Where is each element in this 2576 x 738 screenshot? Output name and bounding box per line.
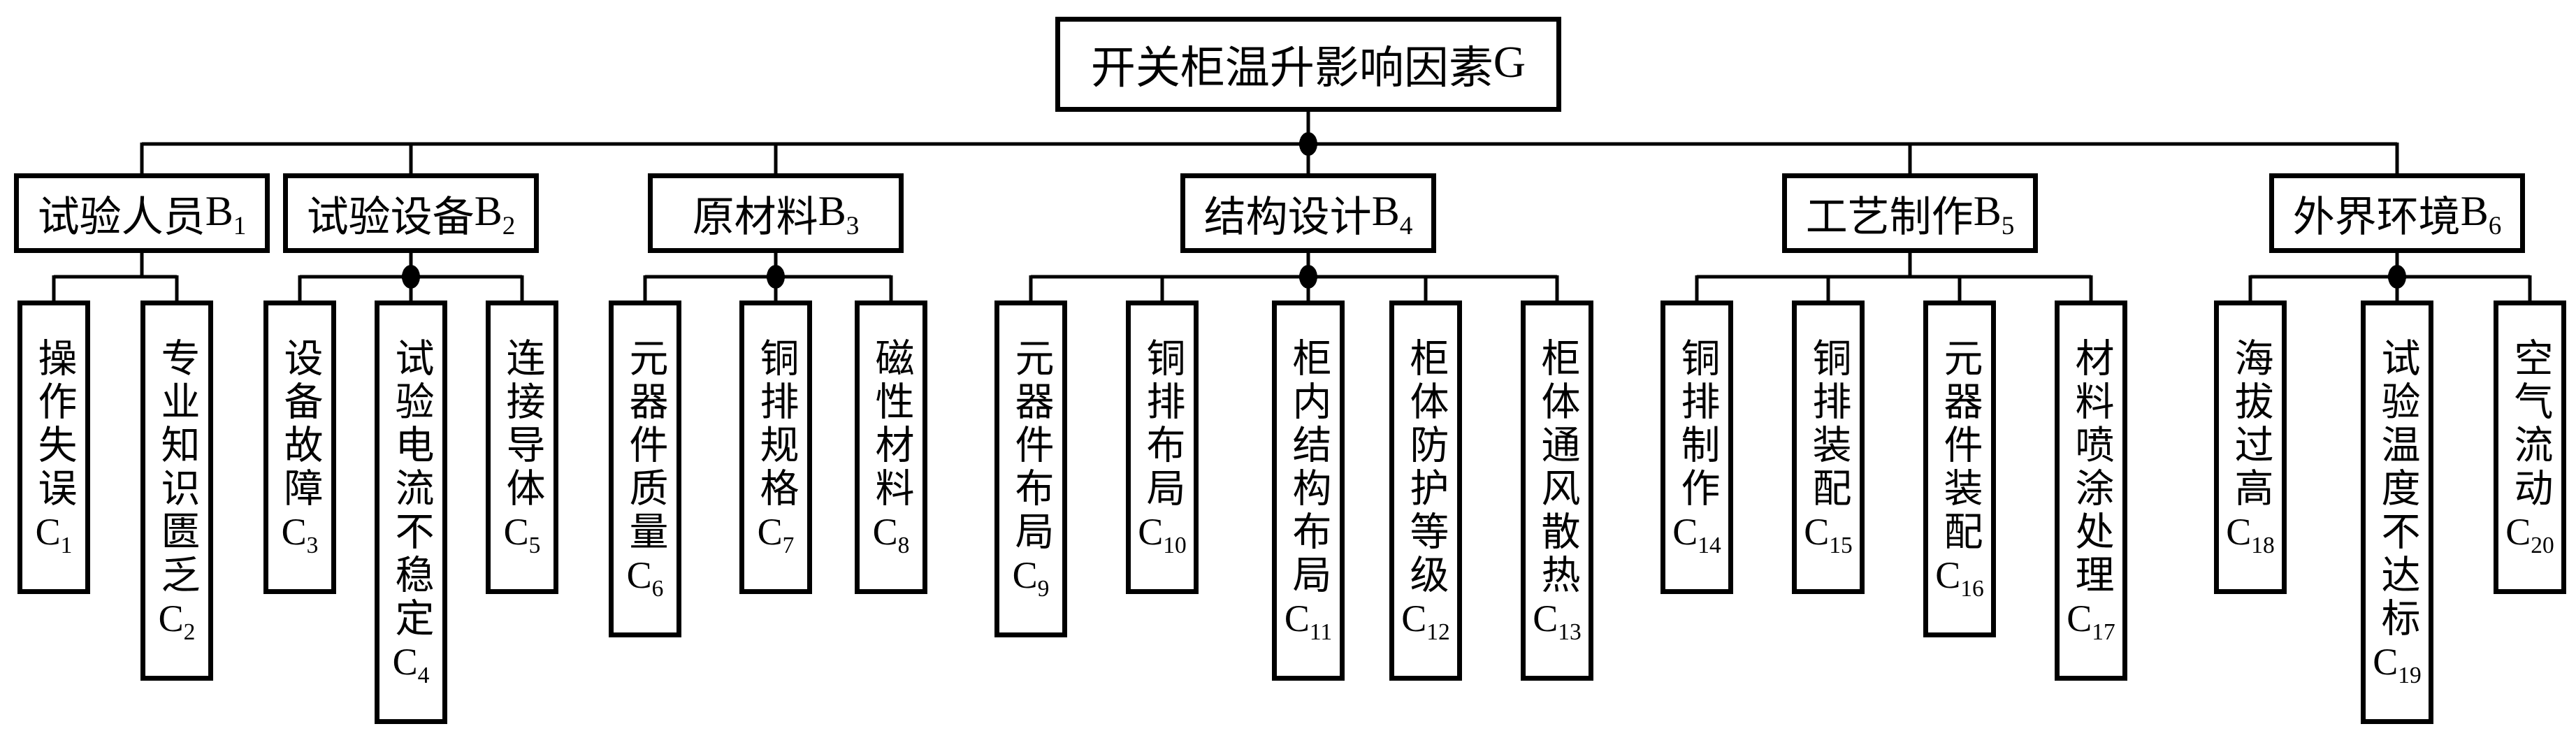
factor-label: C18	[2226, 510, 2275, 558]
factor-text: 试验温度不达标	[2375, 337, 2419, 641]
factor-node-c17: 材料喷涂处理 C17	[2055, 301, 2127, 681]
factor-node-c14: 铜排制作 C14	[1660, 301, 1733, 594]
factor-text: 铜排规格	[754, 337, 797, 511]
factor-label: C4	[392, 640, 430, 688]
branch-label: B2	[474, 187, 516, 240]
factor-label: C19	[2373, 640, 2422, 688]
factor-label: C1	[35, 510, 73, 558]
factor-label: C9	[1012, 554, 1050, 602]
factor-label: C14	[1672, 510, 1721, 558]
factor-text: 连接导体	[500, 337, 544, 511]
factor-node-c19: 试验温度不达标 C19	[2361, 301, 2433, 724]
factor-label: C17	[2067, 597, 2115, 645]
factor-node-c16: 元器件装配 C16	[1923, 301, 1996, 637]
factor-label: C12	[1401, 597, 1450, 645]
factor-text: 柜体防护等级	[1404, 337, 1447, 598]
factor-node-c5: 连接导体 C5	[486, 301, 558, 594]
factor-label: C15	[1804, 510, 1853, 558]
factor-label: C16	[1935, 554, 1984, 602]
factor-text: 铜排布局	[1141, 337, 1184, 511]
junction-dot	[402, 265, 420, 289]
factor-text: 元器件装配	[1938, 337, 1981, 554]
factor-label: C2	[158, 597, 196, 645]
factor-text: 元器件质量	[623, 337, 667, 554]
branch-text: 工艺制作	[1805, 194, 1974, 240]
factor-text: 海拔过高	[2229, 337, 2272, 511]
factor-node-c12: 柜体防护等级 C12	[1389, 301, 1462, 681]
branch-text: 原材料	[692, 194, 818, 240]
factor-text: 铜排装配	[1807, 337, 1850, 511]
branch-label: B1	[205, 187, 247, 240]
factor-label: C3	[281, 510, 319, 558]
factor-node-c8: 磁性材料 C8	[855, 301, 927, 594]
factor-text: 磁性材料	[869, 337, 913, 511]
factor-text: 试验电流不稳定	[389, 337, 433, 641]
branch-text: 外界环境	[2292, 194, 2461, 240]
factor-node-c7: 铜排规格 C7	[739, 301, 812, 594]
factor-label: C20	[2505, 510, 2554, 558]
factor-node-c6: 元器件质量 C6	[609, 301, 681, 637]
factor-label: C6	[626, 554, 664, 602]
factor-node-c1: 操作失误 C1	[17, 301, 90, 594]
factor-text: 设备故障	[278, 337, 321, 511]
factor-label: C5	[503, 510, 541, 558]
factor-label: C7	[757, 510, 795, 558]
branch-label: B6	[2460, 187, 2502, 240]
junction-dot	[2388, 265, 2406, 289]
factor-text: 操作失误	[32, 337, 75, 511]
factor-node-c4: 试验电流不稳定 C4	[375, 301, 447, 724]
junction-dot	[1299, 132, 1317, 156]
factor-text: 柜内结构布局	[1287, 337, 1330, 598]
factor-text: 空气流动	[2508, 337, 2552, 511]
root-text: 开关柜温升影响因素	[1090, 43, 1493, 93]
branch-label: B5	[1973, 187, 2015, 240]
branch-text: 试验设备	[306, 194, 475, 240]
factor-label: C11	[1284, 597, 1333, 645]
factor-node-c18: 海拔过高 C18	[2214, 301, 2287, 594]
factor-label: C10	[1138, 510, 1187, 558]
factor-node-c9: 元器件布局 C9	[994, 301, 1067, 637]
factor-node-c10: 铜排布局 C10	[1126, 301, 1199, 594]
branch-label: B4	[1371, 187, 1413, 240]
factor-text: 专业知识匮乏	[155, 337, 198, 598]
junction-dot	[1299, 265, 1317, 289]
factor-label: C8	[872, 510, 910, 558]
factor-node-c11: 柜内结构布局 C11	[1272, 301, 1345, 681]
branch-text: 试验人员	[37, 194, 205, 240]
factor-node-c20: 空气流动 C20	[2494, 301, 2566, 594]
factor-node-c15: 铜排装配 C15	[1792, 301, 1865, 594]
root-label: G	[1493, 37, 1526, 87]
factor-text: 柜体通风散热	[1535, 337, 1579, 598]
factor-node-c3: 设备故障 C3	[263, 301, 336, 594]
junction-dot	[767, 265, 785, 289]
branch-text: 结构设计	[1203, 194, 1372, 240]
factor-node-c2: 专业知识匮乏 C2	[140, 301, 213, 681]
branch-label: B3	[818, 187, 860, 240]
factor-node-c13: 柜体通风散热 C13	[1521, 301, 1593, 681]
factor-text: 铜排制作	[1675, 337, 1718, 511]
factor-text: 材料喷涂处理	[2069, 337, 2113, 598]
factor-label: C13	[1533, 597, 1582, 645]
factor-text: 元器件布局	[1009, 337, 1052, 554]
